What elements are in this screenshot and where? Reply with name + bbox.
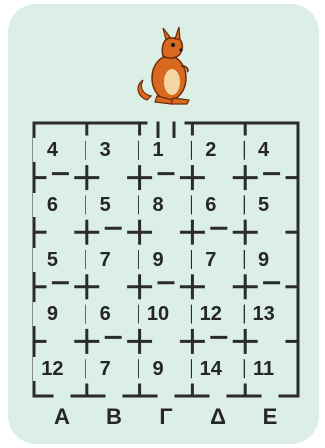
maze-cell-number: 9 xyxy=(33,302,71,326)
maze-cell-number: 14 xyxy=(192,357,230,381)
maze-cell-number: 4 xyxy=(245,138,283,162)
maze-cell-number: 13 xyxy=(245,302,283,326)
maze-cell-number: 9 xyxy=(245,248,283,272)
maze-cell-number: 2 xyxy=(192,138,230,162)
kangaroo-icon xyxy=(133,26,197,108)
maze-cell-number: 7 xyxy=(192,248,230,272)
maze-cell-number: 6 xyxy=(192,193,230,217)
maze-cell-number: 6 xyxy=(86,302,124,326)
maze-cell-number: 10 xyxy=(139,302,177,326)
exit-label: Β xyxy=(99,404,129,430)
exit-label: Ε xyxy=(255,404,285,430)
maze-cell-number: 3 xyxy=(86,138,124,162)
maze-cell-number: 7 xyxy=(86,357,124,381)
maze-cell-number: 5 xyxy=(245,193,283,217)
maze-cell-number: 8 xyxy=(139,193,177,217)
maze-cell-number: 11 xyxy=(245,357,283,381)
exit-label: Γ xyxy=(151,404,181,430)
exit-label: Α xyxy=(47,404,77,430)
maze-cell-number: 12 xyxy=(192,302,230,326)
maze-cell-number: 7 xyxy=(86,248,124,272)
exit-label: Δ xyxy=(203,404,233,430)
maze-cell-number: 6 xyxy=(33,193,71,217)
maze-cell-number: 5 xyxy=(86,193,124,217)
maze-cell-number: 12 xyxy=(33,357,71,381)
maze-cell-number: 9 xyxy=(139,248,177,272)
maze-cell-number: 4 xyxy=(33,138,71,162)
maze-cell-number: 5 xyxy=(33,248,71,272)
maze-cell-number: 1 xyxy=(139,138,177,162)
maze-cell-number: 9 xyxy=(139,357,177,381)
